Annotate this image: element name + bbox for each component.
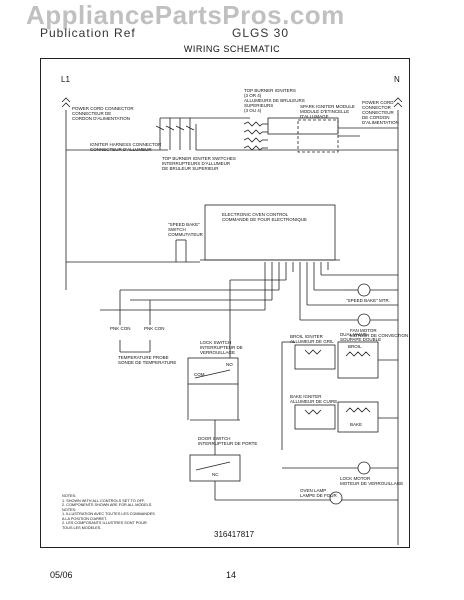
- label-line: DOOR SWITCH: [198, 436, 231, 441]
- label-line: TOP BURNER IGNITERS: [244, 88, 296, 93]
- label-line: (3 OU 4): [244, 108, 262, 113]
- power-cord-right-label: POWER CORD CONNECTOR CONNECTEUR DE CORDO…: [362, 100, 399, 125]
- label-line: BROIL IGNITER: [290, 334, 323, 339]
- label-line: LOCK MOTOR: [340, 476, 371, 481]
- label-line: IGNITER HARNESS CONNECTOR: [90, 142, 162, 147]
- lock-switch-com: COM: [194, 372, 205, 377]
- label-line: SOUPAPE DOUBLE: [340, 337, 382, 342]
- label-line: COMMANDE DE FOUR ELECTRONIQUE: [222, 217, 308, 222]
- label-line: LOCK SWITCH: [200, 340, 232, 345]
- notes-line: 2. COMPONENTS SHOWN ARE FOR ALL MODELS.: [62, 503, 153, 507]
- label-line: OVEN LAMP: [300, 488, 327, 493]
- temp-probe-label: TEMPERATURE PROBE SONDE DE TEMPERATURE: [118, 355, 176, 365]
- power-cord-right-line: DE CORDON: [362, 115, 390, 120]
- top-burner-switches-label: TOP BURNER IGNITER SWITCHES INTERRUPTEUR…: [162, 156, 236, 171]
- fan-motor-label: FAN MOTOR MOTEUR DE CONVECTION: [350, 328, 408, 338]
- label-line: ALLUMEUR DE GRIL: [290, 339, 334, 344]
- watermark: AppliancePartsPros.com: [26, 0, 345, 30]
- label-line: ELECTRONIC OVEN CONTROL: [222, 212, 289, 217]
- power-cord-left-line: CONNECTEUR DE: [72, 111, 112, 116]
- dual-valve-label: DUAL VALVE SOUPAPE DOUBLE: [340, 332, 381, 342]
- label-line: MOTEUR DE CONVECTION: [350, 333, 409, 338]
- broil-label: BROIL: [348, 344, 362, 349]
- power-cord-left-label: POWER CORD CONNECTOR CONNECTEUR DE CORDO…: [72, 106, 134, 121]
- label-line: INTERRUPTEUR DE: [200, 345, 243, 350]
- label-line: FAN MOTOR: [350, 328, 377, 333]
- label-line: SWITCH: [168, 227, 186, 232]
- label-line: INTERRUPTEURS D'ALLUMEUR: [162, 161, 231, 166]
- power-cord-left-line: POWER CORD CONNECTOR: [72, 106, 134, 111]
- lock-switch-no: NO: [226, 362, 233, 367]
- label-line: TEMPERATURE PROBE: [118, 355, 169, 360]
- power-cord-right-line: CONNECTOR: [362, 105, 391, 110]
- notes-line: NOTES:: [62, 494, 77, 498]
- notes-line: TOUS LES MODELES.: [62, 525, 102, 530]
- pnk-con-2-label: PNK CON: [144, 326, 165, 331]
- oven-lamp-label: OVEN LAMP LAMPE DE FOUR: [300, 488, 337, 498]
- label-line: ALLUMEUR DE CUIRE: [290, 399, 338, 404]
- speed-bake-switch-label: "SPEED BAKE" SWITCH COMMUTATEUR: [168, 222, 203, 237]
- label-line: ALLUMEURS DE BRULEURS: [244, 98, 305, 103]
- broil-igniter-label: BROIL IGNITER ALLUMEUR DE GRIL: [290, 334, 334, 344]
- lock-motor-label: LOCK MOTOR MOTEUR DE VERROUILLAGE: [340, 476, 403, 486]
- label-line: SUPERIEURS: [244, 103, 274, 108]
- notes-line: 2. LES COMPOSANTS ILLUSTRES SONT POUR: [62, 521, 147, 525]
- label-line: DE BRULEUR SUPERIEUR: [162, 166, 219, 171]
- label-line: SPARK IGNITER MODULE: [300, 104, 355, 109]
- lock-switch-label: LOCK SWITCH INTERRUPTEUR DE VERROUILLAGE: [200, 340, 243, 355]
- label-line: CONNECTEUR D'ALLUMEUR: [90, 147, 152, 152]
- bake-igniter-label: BAKE IGNITER ALLUMEUR DE CUIRE: [290, 394, 337, 404]
- eoc-label: ELECTRONIC OVEN CONTROL COMMANDE DE FOUR…: [222, 212, 307, 222]
- label-line: SONDE DE TEMPERATURE: [118, 360, 177, 365]
- notes-block: NOTES: 1. SHOWN WITH ALL CONTROLS SET TO…: [62, 494, 155, 530]
- label-line: DUAL VALVE: [340, 332, 367, 337]
- power-cord-right-line: POWER CORD: [362, 100, 394, 105]
- label-line: (3 OR 4): [244, 93, 262, 98]
- notes-line: NOTES:: [62, 507, 77, 512]
- header-model: GLGS 30: [232, 26, 290, 40]
- header-brand: Publication Ref: [40, 26, 136, 40]
- label-line: VERROUILLAGE: [200, 350, 236, 355]
- label-n: N: [394, 75, 400, 84]
- part-number: 316417817: [214, 530, 255, 539]
- door-switch-nc: NC: [212, 472, 219, 477]
- footer-date: 05/06: [50, 570, 73, 580]
- power-cord-right-line: D'ALIMENTATION: [362, 120, 399, 125]
- label-line: INTERRUPTEUR DE PORTE: [198, 441, 258, 446]
- label-line: BAKE IGNITER: [290, 394, 322, 399]
- power-cord-left-line: CORDON D'ALIMENTATION: [72, 116, 130, 121]
- speed-bake-motor-label: "SPEED BAKE" MTR.: [346, 298, 390, 303]
- spark-module-label: SPARK IGNITER MODULE MODULE D'ETINCELLE …: [300, 104, 355, 119]
- label-line: TOP BURNER IGNITER SWITCHES: [162, 156, 236, 161]
- bake-label: BAKE: [350, 422, 363, 427]
- label-l1: L1: [61, 75, 70, 84]
- igniter-harness-label: IGNITER HARNESS CONNECTOR CONNECTEUR D'A…: [90, 142, 161, 152]
- label-line: MODULE D'ETINCELLE: [300, 109, 350, 114]
- notes-line: A LA POSITION D'ARRET.: [62, 516, 108, 521]
- power-cord-right-line: CONNECTEUR: [362, 110, 394, 115]
- label-line: D'ALLUMAGE: [300, 114, 329, 119]
- schematic-frame: [40, 58, 410, 548]
- pnk-con-1-label: PNK CON: [110, 326, 131, 331]
- footer-page-number: 14: [226, 570, 237, 580]
- label-line: "SPEED BAKE": [168, 222, 200, 227]
- notes-line: 1. ILLUSTRATION AVEC TOUTES LES COMMANDE…: [62, 512, 155, 516]
- label-line: MOTEUR DE VERROUILLAGE: [340, 481, 404, 486]
- page-title: WIRING SCHEMATIC: [183, 44, 281, 54]
- notes-line: 1. SHOWN WITH ALL CONTROLS SET TO OFF.: [62, 498, 145, 503]
- label-line: LAMPE DE FOUR: [300, 493, 337, 498]
- door-switch-label: DOOR SWITCH INTERRUPTEUR DE PORTE: [198, 436, 257, 446]
- top-burner-igniters-label: TOP BURNER IGNITERS (3 OR 4) ALLUMEURS D…: [244, 88, 305, 113]
- label-line: COMMUTATEUR: [168, 232, 203, 237]
